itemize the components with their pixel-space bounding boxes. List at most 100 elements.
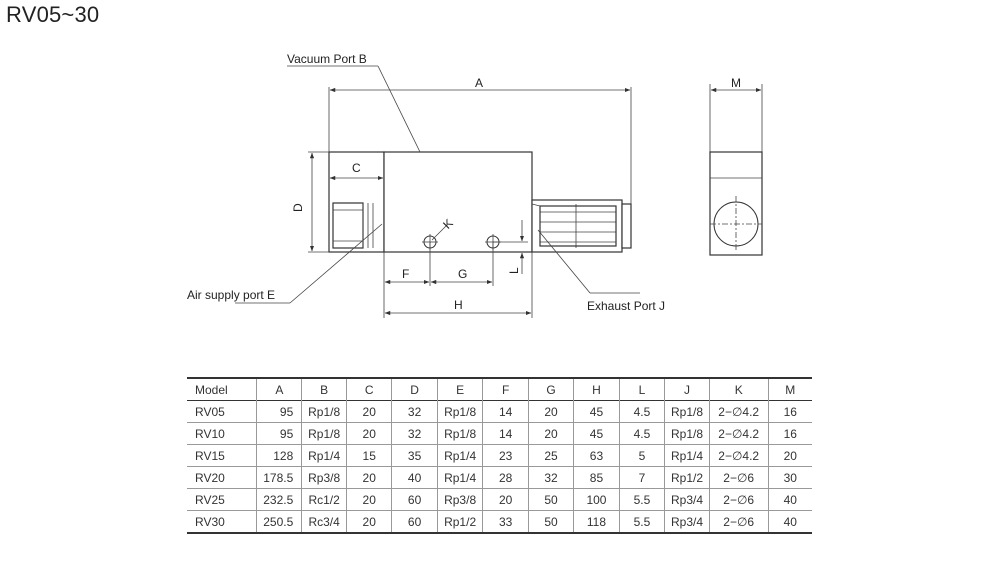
page-title: RV05~30: [6, 2, 100, 27]
table-cell: 50: [527, 488, 574, 511]
col-header: E: [436, 378, 483, 401]
table-cell: 20: [767, 444, 812, 467]
dim-l-label: L: [507, 267, 521, 274]
dimension-lines: A C D F G H L K: [291, 76, 632, 318]
table-cell: RV25: [195, 492, 225, 507]
table-cell: 14: [482, 422, 529, 445]
table-cell: 20: [346, 422, 392, 445]
table-cell: 32: [391, 422, 438, 445]
table-cell: 178.5: [256, 466, 302, 489]
table-cell: RV30: [195, 514, 225, 529]
table-cell: 23: [482, 444, 529, 467]
table-cell: 2−∅6: [708, 510, 769, 533]
table-cell: Rc3/4: [301, 510, 347, 533]
table-cell: 4.5: [618, 422, 665, 445]
dim-h-label: H: [454, 298, 463, 312]
table-cell: Rp1/4: [436, 444, 483, 467]
table-cell: Rp1/8: [436, 400, 483, 423]
col-header: C: [346, 378, 392, 401]
table-cell: RV15: [195, 448, 225, 463]
table-cell: Rp1/8: [436, 422, 483, 445]
col-header: M: [767, 378, 812, 401]
table-cell: 100: [573, 488, 620, 511]
table-cell: 232.5: [256, 488, 302, 511]
dim-a-label: A: [475, 76, 483, 90]
spec-table: Model A B C D E F G H L J K M RV05 95 Rp…: [187, 377, 812, 534]
table-cell: Rp1/4: [301, 444, 347, 467]
table-cell: 20: [346, 488, 392, 511]
table-cell: 32: [527, 466, 574, 489]
col-header: Model: [195, 382, 228, 397]
table-cell: 63: [573, 444, 620, 467]
table-cell: Rp3/8: [301, 466, 347, 489]
table-cell: 33: [482, 510, 529, 533]
table-cell: 7: [618, 466, 665, 489]
table-cell: 50: [527, 510, 574, 533]
vacuum-port-callout: Vacuum Port B: [287, 52, 367, 66]
col-header: G: [527, 378, 574, 401]
col-header: L: [618, 378, 665, 401]
table-cell: 20: [482, 488, 529, 511]
table-cell: 40: [767, 488, 812, 511]
table-cell: 40: [767, 510, 812, 533]
table-cell: RV05: [195, 404, 225, 419]
table-cell: 20: [346, 510, 392, 533]
table-cell: 5.5: [618, 488, 665, 511]
table-cell: 95: [256, 400, 302, 423]
table-cell: 4.5: [618, 400, 665, 423]
col-header: B: [301, 378, 347, 401]
table-cell: 32: [391, 400, 438, 423]
technical-drawing: A C D F G H L K: [187, 52, 763, 318]
table-cell: RV10: [195, 426, 225, 441]
exhaust-port-callout: Exhaust Port J: [587, 299, 665, 313]
table-cell: 15: [346, 444, 392, 467]
table-cell: Rp1/8: [664, 400, 710, 423]
table-cell: 30: [767, 466, 812, 489]
callout-leaders: [235, 65, 640, 304]
col-header: A: [256, 378, 302, 401]
valve-end-view: M: [709, 76, 763, 256]
table-cell: 40: [391, 466, 438, 489]
table-cell: 250.5: [256, 510, 302, 533]
table-header-row: Model A B C D E F G H L J K M: [187, 378, 812, 401]
table-cell: 45: [573, 400, 620, 423]
table-row: RV15 128 Rp1/4 15 35 Rp1/4 23 25 63 5 Rp…: [187, 444, 812, 467]
table-cell: 20: [346, 400, 392, 423]
table-cell: 128: [256, 444, 302, 467]
table-cell: 5: [618, 444, 665, 467]
table-cell: 60: [391, 488, 438, 511]
valve-side-view: [328, 151, 632, 253]
col-header: F: [482, 378, 529, 401]
table-cell: 28: [482, 466, 529, 489]
table-cell: 16: [767, 400, 812, 423]
col-header: H: [573, 378, 620, 401]
table-cell: Rp1/2: [436, 510, 483, 533]
table-cell: Rp1/8: [664, 422, 710, 445]
table-row: RV20 178.5 Rp3/8 20 40 Rp1/4 28 32 85 7 …: [187, 466, 812, 489]
dim-g-label: G: [458, 267, 467, 281]
table-cell: Rc1/2: [301, 488, 347, 511]
table-cell: 20: [346, 466, 392, 489]
table-cell: 35: [391, 444, 438, 467]
table-cell: 14: [482, 400, 529, 423]
table-cell: 95: [256, 422, 302, 445]
dim-m-label: M: [731, 76, 741, 90]
table-cell: Rp1/4: [436, 466, 483, 489]
dim-d-label: D: [291, 203, 305, 212]
dim-c-label: C: [352, 161, 361, 175]
table-cell: 16: [767, 422, 812, 445]
table-cell: Rp3/4: [664, 510, 710, 533]
table-row: RV30 250.5 Rc3/4 20 60 Rp1/2 33 50 118 5…: [187, 510, 812, 533]
table-cell: 118: [573, 510, 620, 533]
table-cell: 2−∅6: [708, 466, 769, 489]
table-cell: 5.5: [618, 510, 665, 533]
col-header: K: [708, 378, 769, 401]
table-cell: 2−∅4.2: [708, 422, 769, 445]
table-cell: 25: [527, 444, 574, 467]
table-row: RV05 95 Rp1/8 20 32 Rp1/8 14 20 45 4.5 R…: [187, 400, 812, 423]
col-header: J: [664, 378, 710, 401]
table-cell: Rp3/4: [664, 488, 710, 511]
table-cell: 45: [573, 422, 620, 445]
table-cell: 60: [391, 510, 438, 533]
dim-f-label: F: [402, 267, 409, 281]
